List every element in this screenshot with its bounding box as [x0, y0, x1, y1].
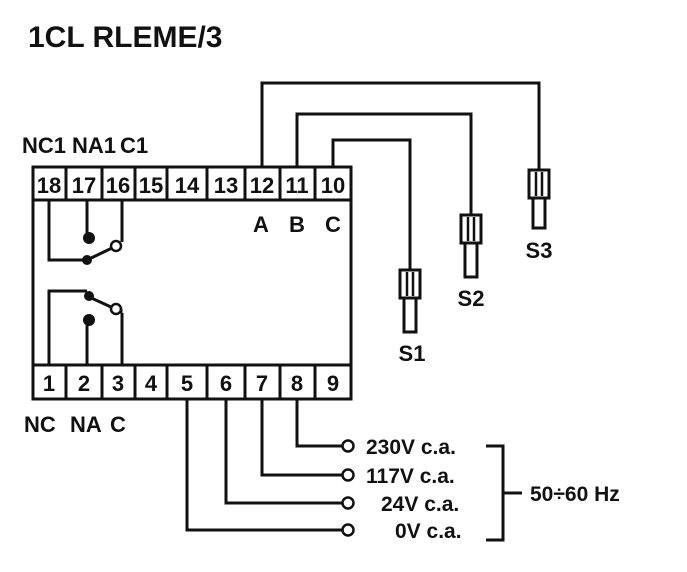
sensor-label-s3: S3 — [526, 238, 553, 263]
terminal-4: 4 — [145, 371, 158, 396]
terminal-18: 18 — [37, 173, 61, 198]
wire-s1 — [331, 138, 412, 270]
label-nc: NC — [24, 412, 56, 437]
wire-s2 — [295, 112, 473, 215]
label-na1: NA1 — [72, 133, 116, 158]
wire-s3 — [260, 81, 541, 170]
supply-24v: 24V c.a. — [381, 493, 459, 516]
sensor-s2 — [459, 213, 483, 279]
wire-230v — [295, 399, 342, 448]
terminal-9: 9 — [327, 371, 339, 396]
terminal-2: 2 — [78, 371, 90, 396]
relay-1-contact — [47, 200, 124, 265]
terminal-13: 13 — [214, 173, 238, 198]
terminal-5: 5 — [181, 371, 193, 396]
wire-117v — [260, 399, 342, 477]
input-label-b: B — [289, 212, 305, 237]
wire-0v — [185, 399, 342, 532]
sensor-s3 — [527, 168, 551, 230]
wire-24v — [224, 399, 342, 505]
supply-0v: 0V c.a. — [395, 520, 462, 543]
sensor-s1 — [398, 268, 422, 334]
input-label-c: C — [325, 212, 341, 237]
terminal-3: 3 — [112, 371, 124, 396]
supply-230v: 230V c.a. — [366, 436, 456, 459]
terminal-117v — [341, 468, 355, 482]
terminal-6: 6 — [220, 371, 232, 396]
label-c: C — [110, 412, 126, 437]
terminal-10: 10 — [321, 173, 345, 198]
supply-117v: 117V c.a. — [366, 465, 455, 488]
terminal-24v — [341, 496, 355, 510]
frequency-label: 50÷60 Hz — [530, 483, 620, 506]
terminal-17: 17 — [72, 173, 96, 198]
sensor-label-s2: S2 — [458, 286, 485, 311]
terminal-11: 11 — [285, 173, 308, 198]
diagram-title: 1CL RLEME/3 — [28, 21, 223, 54]
terminal-1: 1 — [43, 371, 55, 396]
sensor-label-s1: S1 — [399, 341, 426, 366]
label-na: NA — [70, 412, 102, 437]
terminal-0v — [341, 523, 355, 537]
terminal-7: 7 — [256, 371, 268, 396]
terminal-16: 16 — [106, 173, 130, 198]
terminal-230v — [341, 439, 355, 453]
label-nc1: NC1 — [22, 133, 66, 158]
terminal-12: 12 — [250, 173, 274, 198]
input-label-a: A — [253, 212, 269, 237]
terminal-8: 8 — [291, 371, 303, 396]
terminal-14: 14 — [175, 173, 200, 198]
label-c1: C1 — [120, 133, 148, 158]
relay-2-contact — [47, 289, 124, 365]
terminal-15: 15 — [139, 173, 163, 198]
supply-bracket — [486, 444, 505, 542]
